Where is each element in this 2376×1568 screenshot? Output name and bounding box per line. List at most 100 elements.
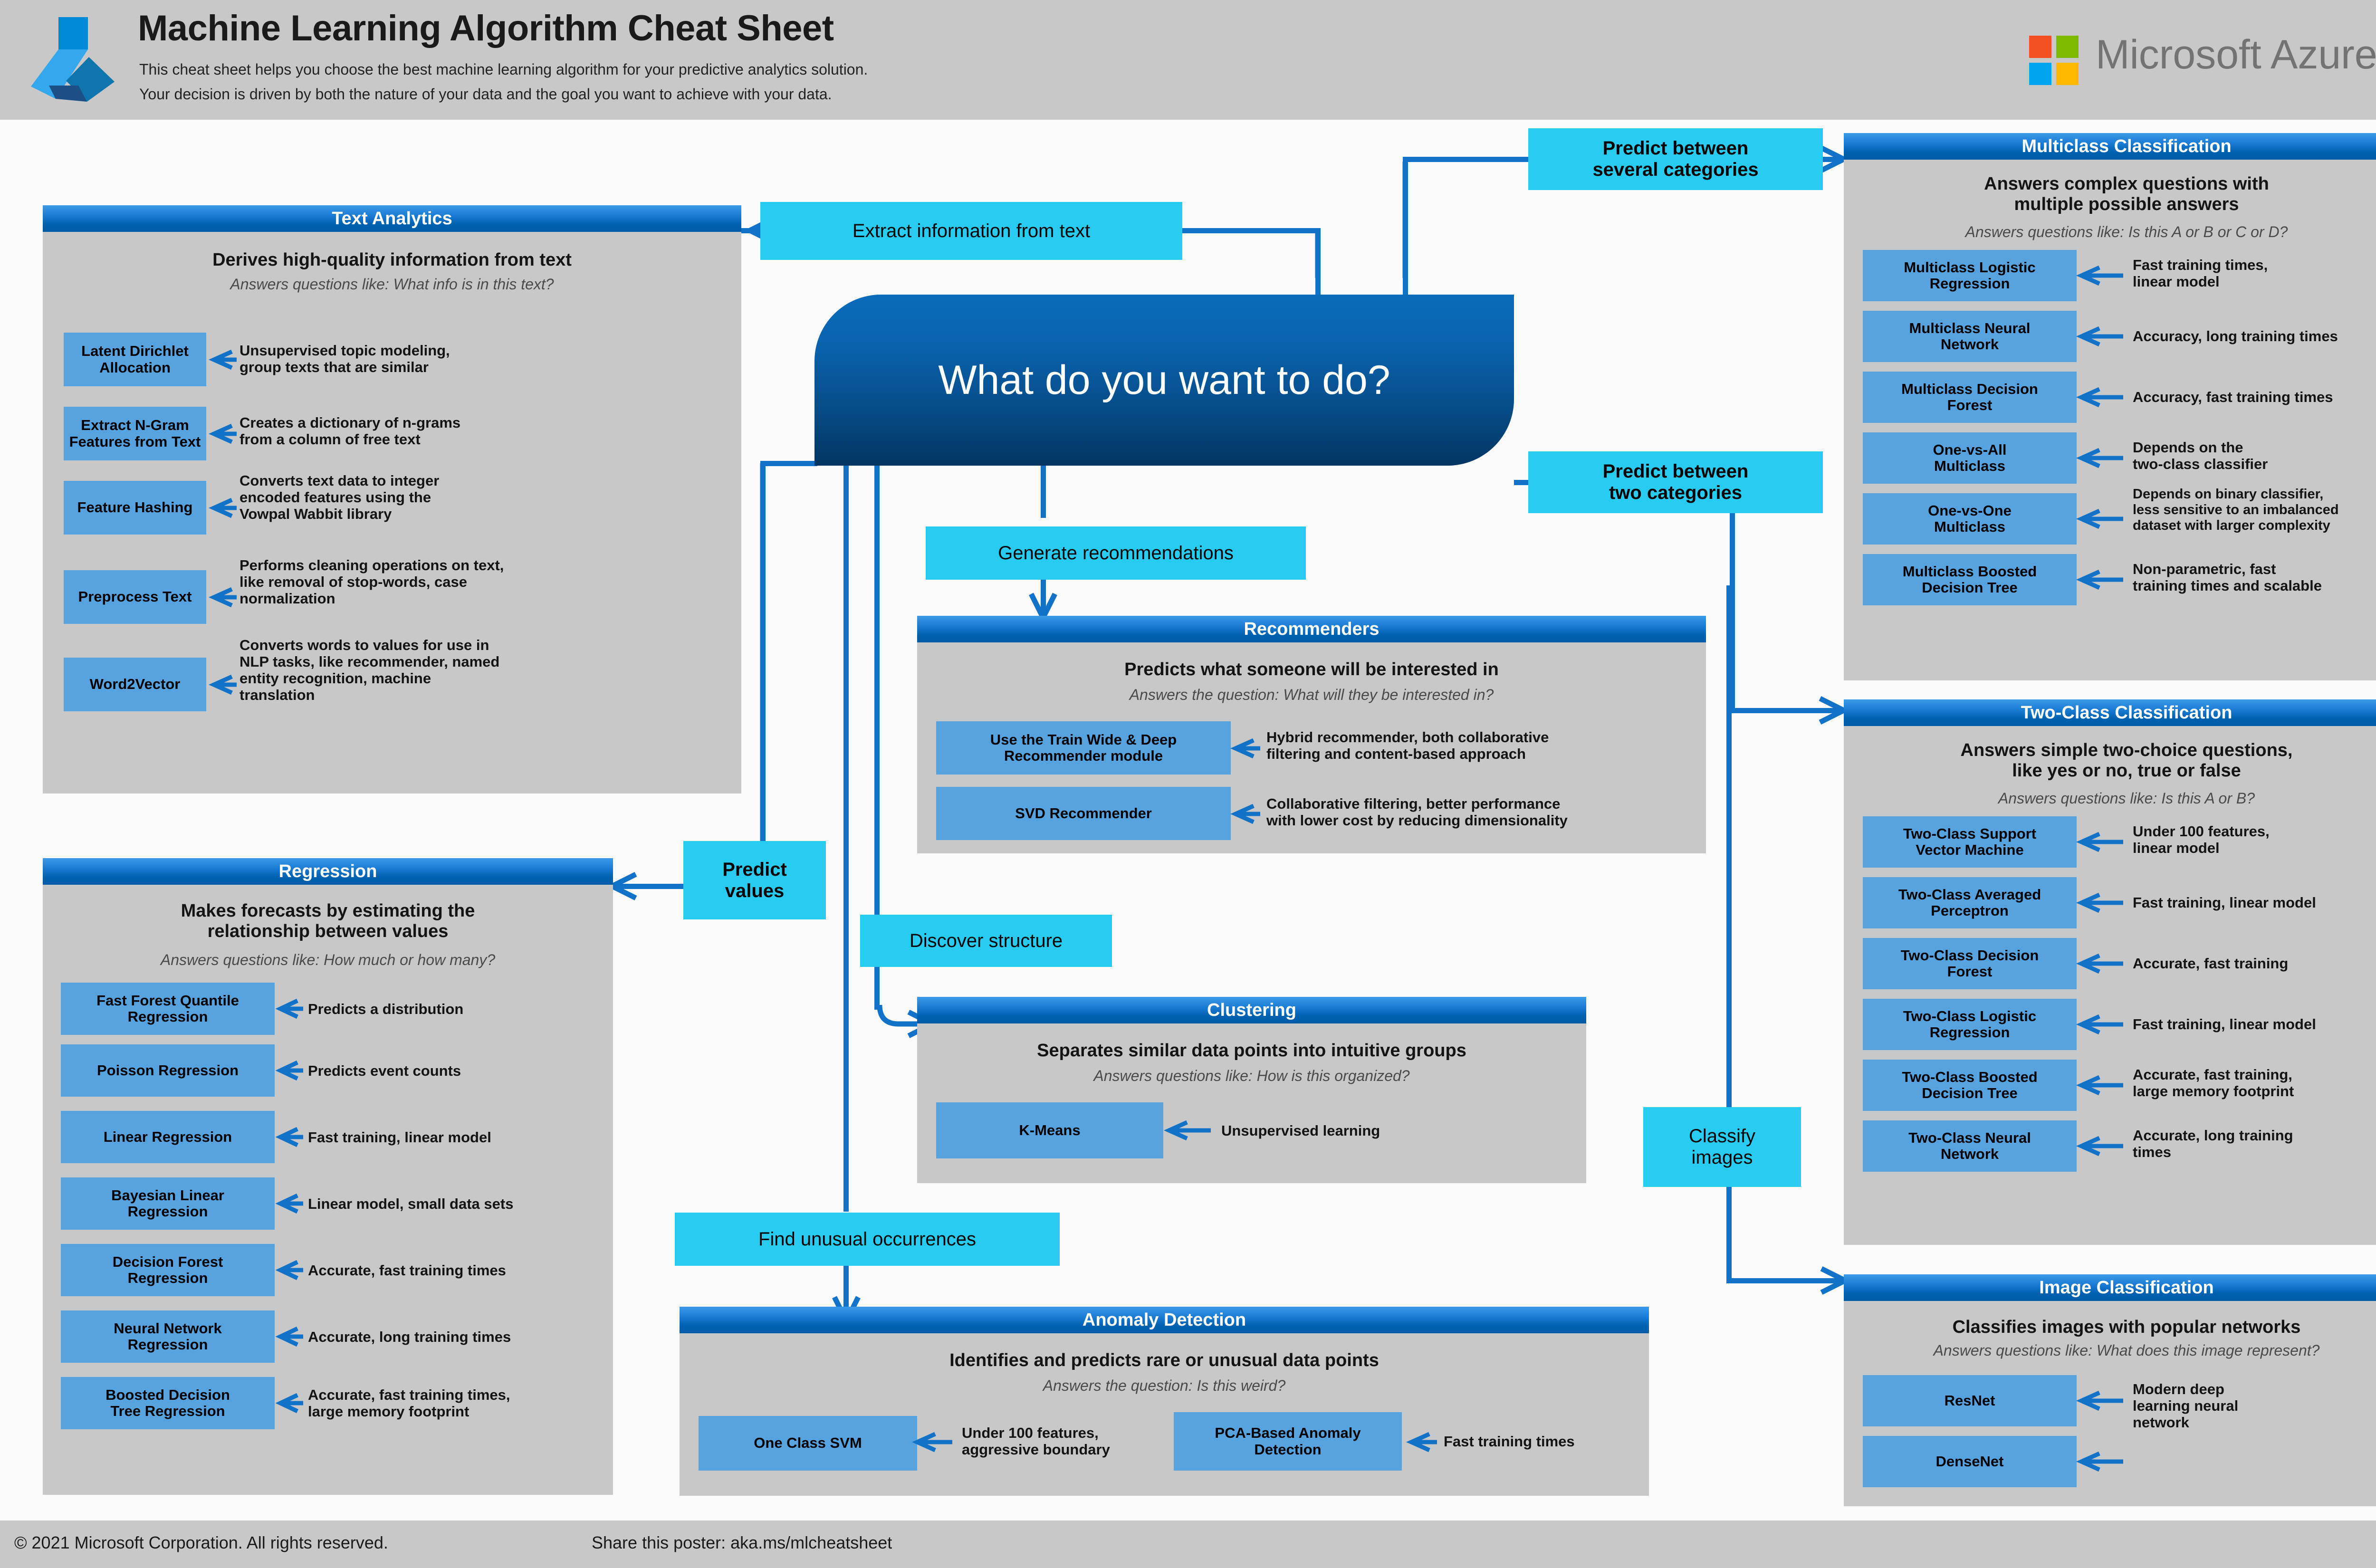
algo-train-wide-and-deep-recommender[interactable]: Use the Train Wide & Deep Recommender mo… <box>936 721 1231 774</box>
share-text: Share this poster: aka.ms/mlcheatsheet <box>592 1533 892 1552</box>
chip-classify-images[interactable]: Classify images <box>1643 1107 1801 1187</box>
algo-label: Extract N-Gram Features from Text <box>69 417 201 450</box>
panel-question: Answers the question: What will they be … <box>1129 686 1494 703</box>
algo-label: Linear Regression <box>103 1128 232 1145</box>
note-pca-based-anomaly-detection: Fast training times <box>1444 1433 1575 1450</box>
algo-two-class-logistic-regression[interactable]: Two-Class Logistic Regression <box>1863 999 2077 1050</box>
wire-unusual-to-anomaly <box>843 1259 849 1316</box>
algo-svd-recommender[interactable]: SVD Recommender <box>936 787 1231 840</box>
algo-fast-forest-quantile-regression[interactable]: Fast Forest Quantile Regression <box>61 983 275 1035</box>
wire-several-horiz <box>1403 157 1531 162</box>
wire-genrec-vert <box>1041 461 1046 518</box>
algo-poisson-regression[interactable]: Poisson Regression <box>61 1044 275 1097</box>
panel-title: Recommenders <box>917 616 1706 642</box>
algo-extract-n-gram-features[interactable]: Extract N-Gram Features from Text <box>64 407 206 460</box>
algo-label: DenseNet <box>1935 1453 2004 1470</box>
copyright-text: © 2021 Microsoft Corporation. All rights… <box>14 1533 388 1552</box>
algo-label: Two-Class Averaged Perceptron <box>1898 886 2041 919</box>
algo-label: Feature Hashing <box>77 499 193 516</box>
wire-predictvalues-top <box>760 461 817 466</box>
note-poisson-regression: Predicts event counts <box>308 1062 461 1079</box>
algo-two-class-support-vector-machine[interactable]: Two-Class Support Vector Machine <box>1863 816 2077 868</box>
algo-label: Use the Train Wide & Deep Recommender mo… <box>990 731 1177 764</box>
page-subtitle-line-1: This cheat sheet helps you choose the be… <box>139 61 868 78</box>
algo-densenet[interactable]: DenseNet <box>1863 1436 2077 1487</box>
algo-label: Two-Class Logistic Regression <box>1903 1007 2037 1041</box>
algo-word2vector[interactable]: Word2Vector <box>64 658 206 711</box>
note-two-class-logistic-regression: Fast training, linear model <box>2133 1016 2316 1033</box>
algo-pca-based-anomaly-detection[interactable]: PCA-Based Anomaly Detection <box>1174 1412 1402 1471</box>
algo-label: Word2Vector <box>89 676 181 693</box>
note-neural-network-regression: Accurate, long training times <box>308 1329 511 1345</box>
panel-title: Image Classification <box>1844 1274 2376 1301</box>
wire-hub-to-several-vert <box>1403 157 1408 298</box>
azure-logo-icon <box>31 17 115 102</box>
note-boosted-decision-tree-regression: Accurate, fast training times, large mem… <box>308 1386 510 1420</box>
panel-title: Multiclass Classification <box>1844 133 2376 160</box>
algo-label: Multiclass Decision Forest <box>1901 380 2038 413</box>
note-one-vs-all-multiclass: Depends on the two-class classifier <box>2133 439 2268 473</box>
note-two-class-support-vector-machine: Under 100 features, linear model <box>2133 823 2270 857</box>
wire-classify-vert <box>1726 585 1732 1131</box>
note-word2vector: Converts words to values for use in NLP … <box>240 637 500 704</box>
algo-neural-network-regression[interactable]: Neural Network Regression <box>61 1310 275 1363</box>
algo-multiclass-decision-forest[interactable]: Multiclass Decision Forest <box>1863 372 2077 423</box>
chip-predict-between-two-categories[interactable]: Predict between two categories <box>1528 451 1823 513</box>
panel-question: Answers questions like: What does this i… <box>1933 1342 2320 1359</box>
panel-arrows <box>2076 832 2123 1157</box>
algo-one-class-svm[interactable]: One Class SVM <box>699 1416 917 1471</box>
panel-two-class-classification: Two-Class Classification Answers simple … <box>1844 699 2376 1245</box>
chip-label: Discover structure <box>909 930 1063 951</box>
algo-multiclass-boosted-decision-tree[interactable]: Multiclass Boosted Decision Tree <box>1863 554 2077 605</box>
microsoft-squares-logo-icon <box>2029 36 2079 85</box>
algo-preprocess-text[interactable]: Preprocess Text <box>64 570 206 624</box>
note-multiclass-neural-network: Accuracy, long training times <box>2133 328 2338 344</box>
panel-recommenders: Recommenders Predicts what someone will … <box>917 616 1706 853</box>
wire-extract-horiz <box>1182 228 1320 233</box>
algo-two-class-boosted-decision-tree[interactable]: Two-Class Boosted Decision Tree <box>1863 1060 2077 1111</box>
chip-discover-structure[interactable]: Discover structure <box>860 915 1112 967</box>
algo-latent-dirichlet-allocation[interactable]: Latent Dirichlet Allocation <box>64 333 206 386</box>
note-one-class-svm: Under 100 features, aggressive boundary <box>962 1425 1110 1458</box>
note-two-class-averaged-perceptron: Fast training, linear model <box>2133 894 2316 911</box>
algo-feature-hashing[interactable]: Feature Hashing <box>64 481 206 535</box>
algo-k-means[interactable]: K-Means <box>936 1102 1163 1158</box>
chip-find-unusual-occurrences[interactable]: Find unusual occurrences <box>675 1213 1060 1266</box>
algo-label: Boosted Decision Tree Regression <box>105 1386 230 1419</box>
chip-extract-information-from-text[interactable]: Extract information from text <box>760 202 1182 260</box>
algo-one-vs-one-multiclass[interactable]: One-vs-One Multiclass <box>1863 493 2077 545</box>
algo-decision-forest-regression[interactable]: Decision Forest Regression <box>61 1244 275 1296</box>
algo-linear-regression[interactable]: Linear Regression <box>61 1111 275 1163</box>
algo-boosted-decision-tree-regression[interactable]: Boosted Decision Tree Regression <box>61 1377 275 1429</box>
chip-label: Classify images <box>1688 1126 1756 1168</box>
algo-multiclass-neural-network[interactable]: Multiclass Neural Network <box>1863 311 2077 362</box>
panel-anomaly-detection: Anomaly Detection Identifies and predict… <box>680 1307 1649 1496</box>
chip-label: Generate recommendations <box>998 542 1234 564</box>
note-latent-dirichlet-allocation: Unsupervised topic modeling, group texts… <box>240 342 450 376</box>
panel-question: Answers questions like: Is this A or B? <box>1998 790 2255 807</box>
panel-description: Identifies and predicts rare or unusual … <box>949 1350 1379 1370</box>
chip-predict-values[interactable]: Predict values <box>683 841 826 919</box>
chip-generate-recommendations[interactable]: Generate recommendations <box>926 526 1306 580</box>
algo-two-class-neural-network[interactable]: Two-Class Neural Network <box>1863 1120 2077 1172</box>
algo-label: Multiclass Neural Network <box>1909 319 2031 353</box>
algo-label: Multiclass Boosted Decision Tree <box>1902 563 2037 596</box>
algo-label: Two-Class Decision Forest <box>1900 947 2039 980</box>
brand-label: Microsoft Azure <box>2096 32 2376 77</box>
chip-label: Predict between two categories <box>1602 461 1749 503</box>
panel-question: Answers questions like: What info is in … <box>230 276 554 293</box>
note-bayesian-linear-regression: Linear model, small data sets <box>308 1195 514 1212</box>
panel-title: Text Analytics <box>43 205 741 232</box>
wire-hub-to-extract-vert <box>1315 228 1321 298</box>
algo-bayesian-linear-regression[interactable]: Bayesian Linear Regression <box>61 1177 275 1230</box>
panel-arrows <box>1230 738 1260 824</box>
panel-title: Anomaly Detection <box>680 1307 1649 1333</box>
note-two-class-boosted-decision-tree: Accurate, fast training, large memory fo… <box>2133 1066 2294 1100</box>
algo-two-class-averaged-perceptron[interactable]: Two-Class Averaged Perceptron <box>1863 877 2077 928</box>
algo-two-class-decision-forest[interactable]: Two-Class Decision Forest <box>1863 938 2077 989</box>
algo-resnet[interactable]: ResNet <box>1863 1375 2077 1426</box>
algo-one-vs-all-multiclass[interactable]: One-vs-All Multiclass <box>1863 432 2077 484</box>
chip-predict-between-several-categories[interactable]: Predict between several categories <box>1528 128 1823 190</box>
hub-question: What do you want to do? <box>938 357 1390 403</box>
algo-multiclass-logistic-regression[interactable]: Multiclass Logistic Regression <box>1863 250 2077 301</box>
